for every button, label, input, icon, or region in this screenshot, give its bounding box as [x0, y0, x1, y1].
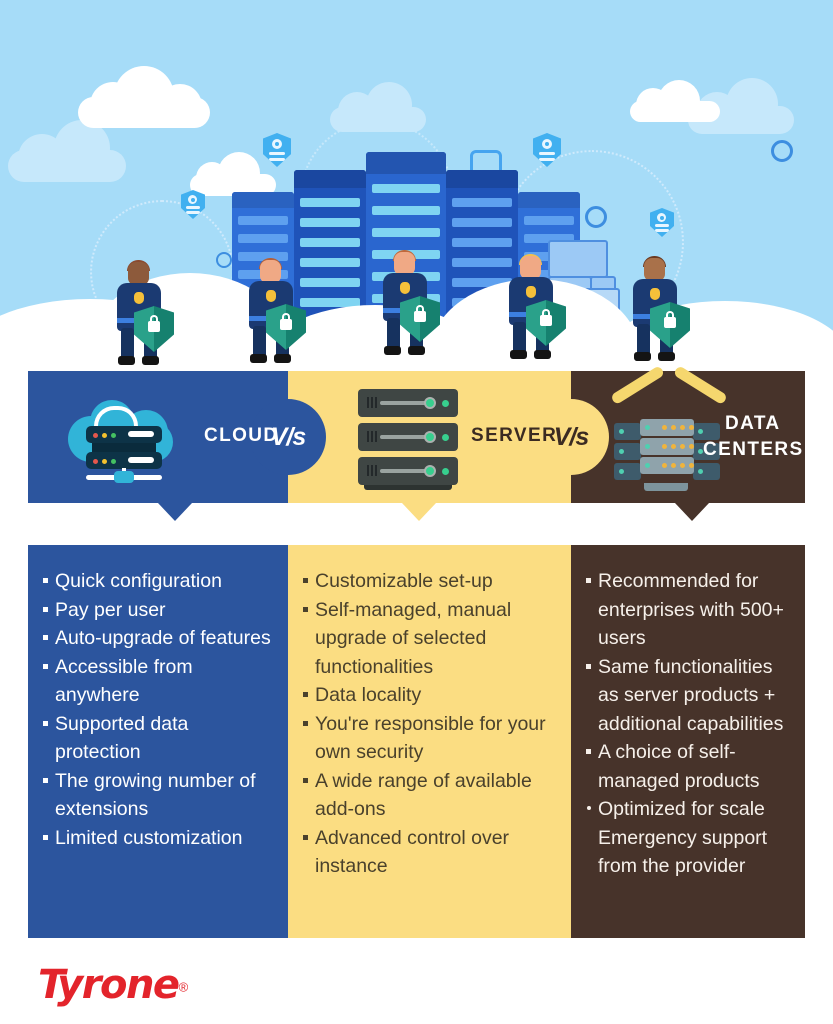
header-label-server: SERVER — [471, 425, 558, 446]
data-center-icon — [610, 365, 728, 491]
datacenter-feature-list: Recommended for enterprises with 500+ us… — [585, 567, 791, 881]
vs-badge-1-label: V/s — [270, 422, 307, 451]
list-item: Advanced control over instance — [302, 824, 557, 881]
list-item: Optimized for scale Emergency support fr… — [585, 795, 791, 881]
list-item: Quick configuration — [42, 567, 274, 596]
vs-badge-2-shape — [533, 399, 609, 475]
list-item: Pay per user — [42, 596, 274, 625]
security-guard-figure — [108, 260, 174, 366]
pointer-cloud — [158, 503, 192, 521]
list-item: Auto-upgrade of features — [42, 624, 274, 653]
cloud-shape — [78, 66, 210, 128]
cloud-shape — [190, 152, 276, 196]
hero-illustration — [0, 0, 833, 375]
registered-trademark-symbol: ® — [178, 979, 189, 995]
tyrone-logo: Tyrone® — [38, 962, 188, 1008]
security-guard-figure — [240, 258, 306, 364]
gear-icon — [216, 252, 232, 268]
header-label-datacenters-line2: CENTERS — [703, 439, 804, 460]
lock-shield-icon — [526, 300, 566, 346]
column-server: Customizable set-up Self-managed, manual… — [288, 545, 571, 938]
cloud-shape — [630, 80, 720, 122]
list-item: The growing number of extensions — [42, 767, 274, 824]
vs-badge-2-label: V/s — [553, 422, 590, 451]
security-guard-figure — [624, 256, 690, 362]
column-datacenters: Recommended for enterprises with 500+ us… — [571, 545, 805, 938]
list-item: A wide range of available add-ons — [302, 767, 557, 824]
header-segment-datacenters[interactable] — [571, 371, 805, 503]
pointer-datacenters — [675, 503, 709, 521]
list-item: A choice of self-managed products — [585, 738, 791, 795]
column-cloud: Quick configuration Pay per user Auto-up… — [28, 545, 288, 938]
cloud-shape — [8, 118, 126, 182]
cloud-feature-list: Quick configuration Pay per user Auto-up… — [42, 567, 274, 852]
lock-shield-icon — [650, 302, 690, 348]
header-label-cloud: CLOUD — [204, 425, 279, 446]
lock-shield-icon — [266, 304, 306, 350]
vs-badge-1-shape — [250, 399, 326, 475]
server-feature-list: Customizable set-up Self-managed, manual… — [302, 567, 557, 881]
security-guard-figure — [374, 250, 440, 356]
list-item: Same functionalities as server products … — [585, 653, 791, 739]
pointer-server — [402, 503, 436, 521]
lock-shield-icon — [400, 296, 440, 342]
list-item: Self-managed, manual upgrade of selected… — [302, 596, 557, 682]
list-item: You're responsible for your own security — [302, 710, 557, 767]
list-item: Accessible from anywhere — [42, 653, 274, 710]
lock-shield-icon — [134, 306, 174, 352]
logo-wordmark: Tyrone — [38, 962, 180, 1008]
header-label-datacenters-line1: DATA — [725, 413, 781, 434]
list-item: Limited customization — [42, 824, 274, 853]
list-item: Supported data protection — [42, 710, 274, 767]
gear-icon — [771, 140, 793, 162]
server-rack-icon — [358, 389, 458, 490]
security-guard-figure — [500, 254, 566, 360]
list-item: Recommended for enterprises with 500+ us… — [585, 567, 791, 653]
list-item: Customizable set-up — [302, 567, 557, 596]
comparison-columns: Quick configuration Pay per user Auto-up… — [28, 545, 805, 938]
cloud-server-icon — [68, 398, 178, 483]
list-item: Data locality — [302, 681, 557, 710]
gear-icon — [585, 206, 607, 228]
comparison-header-band: CLOUD V/s SERVER V/s DATA CENTERS — [28, 365, 805, 521]
